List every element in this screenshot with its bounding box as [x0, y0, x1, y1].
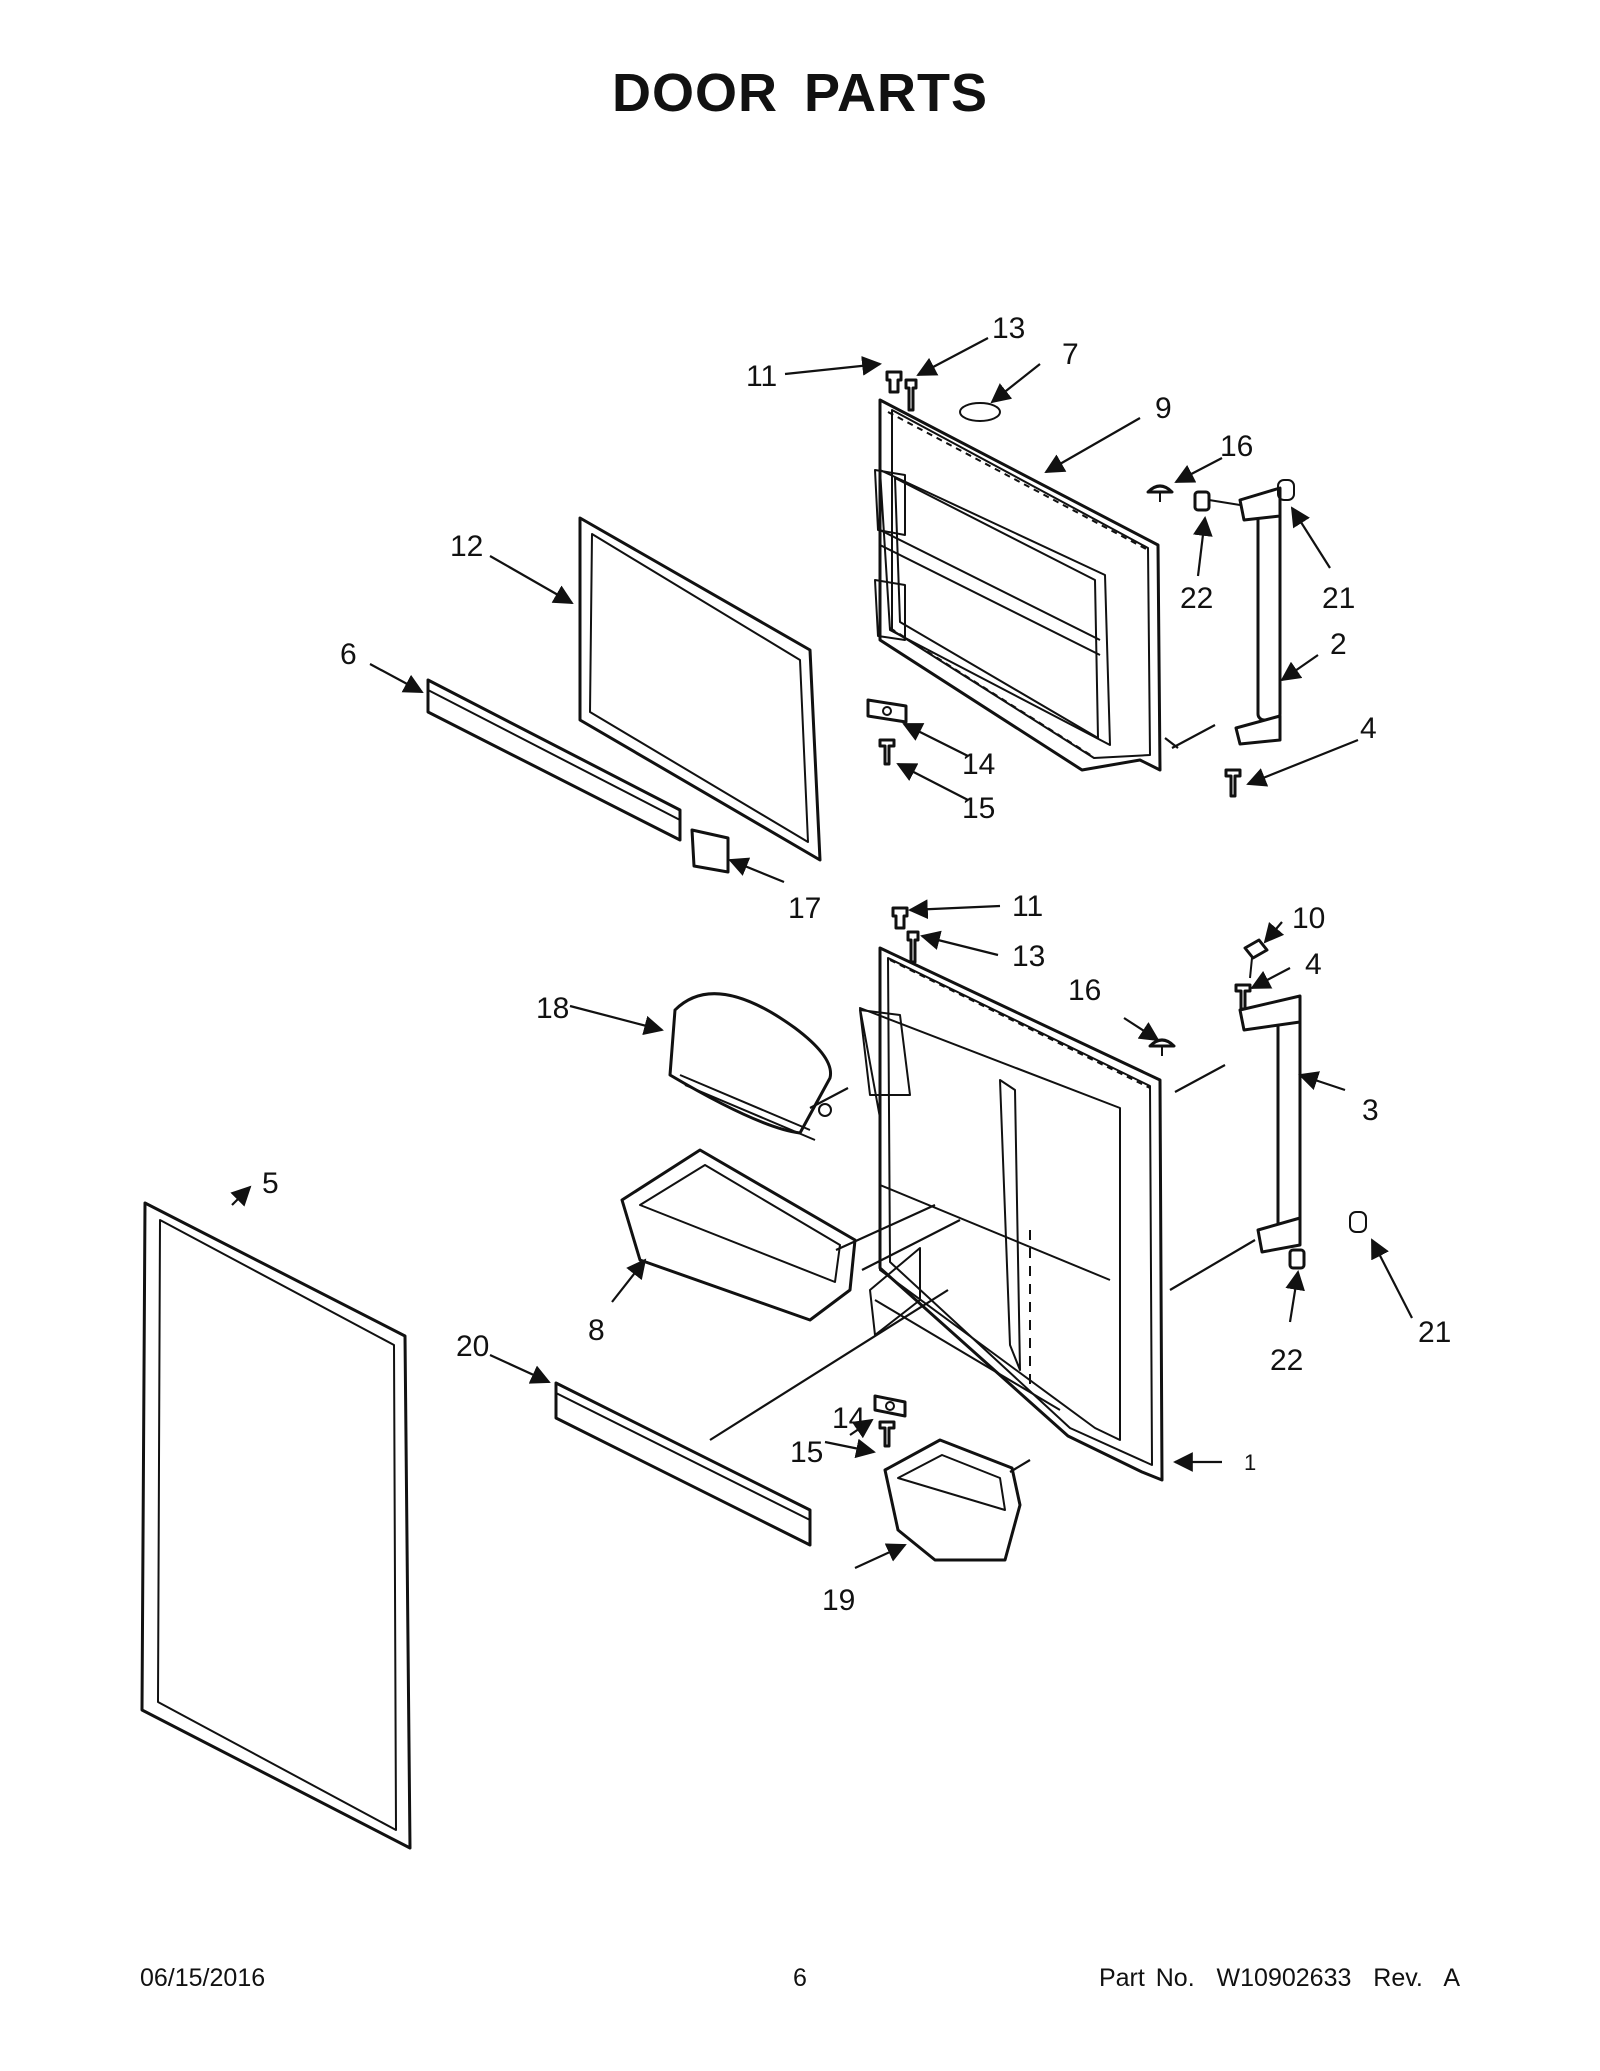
callout-14-upper: 14 [962, 748, 995, 781]
gasket-12 [578, 516, 822, 862]
screw-15-lower [878, 1420, 896, 1448]
callout-2: 2 [1330, 628, 1347, 661]
callout-10: 10 [1292, 902, 1325, 935]
screw-13-lower [906, 930, 920, 964]
callout-12: 12 [450, 530, 483, 563]
callout-22-upper: 22 [1180, 582, 1213, 615]
callout-19: 19 [822, 1584, 855, 1617]
gasket-5 [140, 1201, 412, 1850]
callout-22-lower: 22 [1270, 1344, 1303, 1377]
callout-labels: 11 13 7 9 16 22 21 2 4 12 6 14 15 17 11 … [262, 312, 1451, 1617]
footer-date: 06/15/2016 [140, 1964, 266, 1992]
callout-17: 17 [788, 892, 821, 925]
callout-13-lower: 13 [1012, 940, 1045, 973]
hinge-pin-11-upper [885, 370, 903, 394]
screw-15-upper [878, 738, 896, 766]
screw-22-lower [1288, 1248, 1306, 1270]
callout-4-upper: 4 [1360, 712, 1377, 745]
freezer-door-9 [874, 398, 1162, 772]
callout-21-lower: 21 [1418, 1316, 1451, 1349]
callout-6: 6 [340, 638, 357, 671]
callout-20: 20 [456, 1330, 489, 1363]
callout-16-upper: 16 [1220, 430, 1253, 463]
trim-strip-20 [554, 1381, 812, 1547]
plug-21-upper [1277, 479, 1295, 501]
plug-21-lower [1349, 1211, 1367, 1233]
callout-9: 9 [1155, 392, 1172, 425]
callout-11-lower: 11 [1012, 890, 1043, 923]
screw-4-upper [1224, 768, 1242, 798]
page-title: DOOR PARTS [611, 63, 988, 123]
callout-8: 8 [588, 1314, 605, 1347]
callout-21-upper: 21 [1322, 582, 1355, 615]
callout-5: 5 [262, 1167, 279, 1200]
hinge-bracket-14-lower [873, 1394, 907, 1418]
callout-15-lower: 15 [790, 1436, 823, 1469]
dairy-door-18 [668, 992, 833, 1141]
handle-2 [1234, 486, 1282, 746]
hinge-cap-16-upper [1146, 484, 1174, 502]
callout-3: 3 [1362, 1094, 1379, 1127]
callout-1: 1 [1244, 1450, 1256, 1475]
hinge-pin-11-lower [891, 906, 909, 930]
spacer-10 [1243, 938, 1269, 979]
callout-15-upper: 15 [962, 792, 995, 825]
door-bin-19 [883, 1438, 1022, 1562]
leader-lines [230, 337, 1413, 1569]
trim-end-cap-17 [690, 828, 730, 874]
callout-18: 18 [536, 992, 569, 1025]
callout-14-lower: 14 [832, 1402, 865, 1435]
callout-7: 7 [1062, 338, 1079, 371]
footer-part-number: Part No. W10902633 Rev. A [1098, 1964, 1460, 1992]
callout-16-lower: 16 [1068, 974, 1101, 1007]
footer-page-number: 6 [793, 1964, 807, 1992]
door-bin-8 [620, 1148, 857, 1322]
hole-plug-7 [959, 402, 1001, 422]
handle-3 [1238, 994, 1302, 1254]
callout-13-upper: 13 [992, 312, 1025, 345]
hinge-bracket-14-upper [866, 698, 908, 724]
hinge-cap-16-lower [1148, 1038, 1176, 1056]
screw-13-upper [904, 378, 918, 412]
callout-4-lower: 4 [1305, 948, 1322, 981]
screw-4-lower [1234, 983, 1252, 1011]
callout-11-upper: 11 [746, 360, 777, 393]
trim-strip-6 [426, 678, 682, 842]
screw-22-upper [1193, 490, 1241, 512]
refrigerator-door-1 [859, 946, 1164, 1482]
